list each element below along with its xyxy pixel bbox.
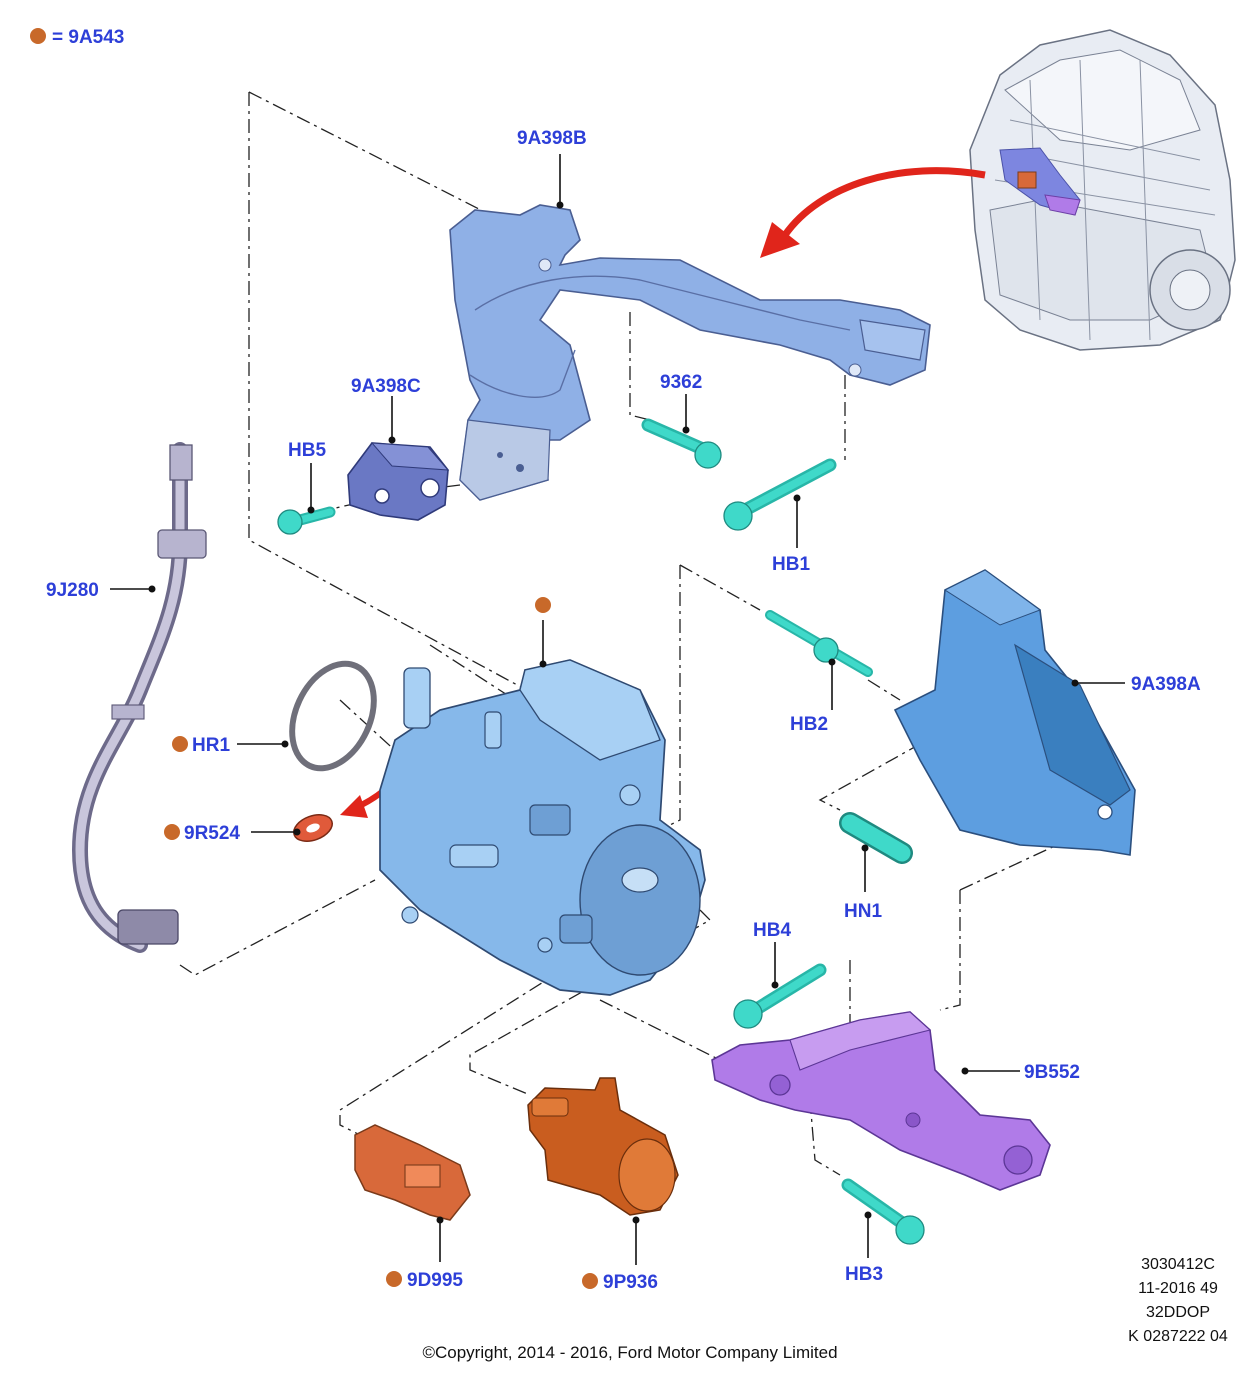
label-9a398c: 9A398C xyxy=(351,376,421,397)
small-bracket xyxy=(347,442,450,521)
legend: = 9A543 xyxy=(30,27,124,48)
bolt-hb1-icon xyxy=(723,458,837,531)
fuel-injection-pump xyxy=(379,659,706,996)
orange-markers xyxy=(164,597,598,1289)
location-arrow-icon xyxy=(760,167,986,258)
marker-hr1-icon xyxy=(172,736,188,752)
label-hb3: HB3 xyxy=(845,1264,883,1285)
pump-support-bracket xyxy=(711,1011,1051,1191)
reference-line-1: 3030412C xyxy=(1141,1256,1215,1273)
seal-washer xyxy=(293,814,333,842)
marker-9p936-icon xyxy=(582,1273,598,1289)
fuel-metering-valve xyxy=(527,1077,679,1216)
bolts xyxy=(277,418,925,1245)
label-hr1: HR1 xyxy=(192,735,230,756)
label-9a398b: 9A398B xyxy=(517,128,587,149)
label-9r524: 9R524 xyxy=(184,823,240,844)
fuel-line xyxy=(71,442,207,953)
label-9b552: 9B552 xyxy=(1024,1062,1080,1083)
engine-overview xyxy=(969,29,1236,351)
label-hb4: HB4 xyxy=(753,920,791,941)
bolt-hb4-icon xyxy=(733,963,827,1029)
leader-lines xyxy=(110,154,1125,1265)
part-labels: 9A398B 9A398C 9362 HB5 HB1 9J280 HR1 9R5… xyxy=(46,128,1201,1293)
label-hb1: HB1 xyxy=(772,554,810,575)
reference-line-4: K 0287222 04 xyxy=(1128,1328,1228,1345)
bolt-9362-icon xyxy=(641,418,722,469)
label-hb5: HB5 xyxy=(288,440,326,461)
label-9p936: 9P936 xyxy=(603,1272,658,1293)
bolt-hb3-icon xyxy=(841,1178,925,1245)
copyright-notice: ©Copyright, 2014 - 2016, Ford Motor Comp… xyxy=(422,1343,838,1362)
bolt-hb5-icon xyxy=(277,506,336,535)
stud-hb2-icon xyxy=(765,610,873,677)
reference-line-3: 32DDOP xyxy=(1145,1304,1211,1321)
spacer-hn1-icon xyxy=(839,812,913,864)
fuel-pump-bracket xyxy=(449,204,931,501)
marker-9r524-icon xyxy=(164,824,180,840)
reference-block: 3030412C 11-2016 49 32DDOP K 0287222 04 xyxy=(1118,1253,1238,1349)
label-hn1: HN1 xyxy=(844,901,882,922)
legend-text: = 9A543 xyxy=(52,27,124,48)
label-9d995: 9D995 xyxy=(407,1270,463,1291)
marker-pump-icon xyxy=(535,597,551,613)
heat-shield xyxy=(893,569,1136,856)
fuel-pressure-sensor xyxy=(354,1124,471,1221)
label-9362: 9362 xyxy=(660,372,702,393)
label-9a398a: 9A398A xyxy=(1131,674,1201,695)
marker-9d995-icon xyxy=(386,1271,402,1287)
label-hb2: HB2 xyxy=(790,714,828,735)
reference-line-2: 11-2016 49 xyxy=(1138,1280,1218,1297)
o-ring xyxy=(289,660,377,772)
label-9j280: 9J280 xyxy=(46,580,99,601)
legend-marker-icon xyxy=(30,28,46,44)
